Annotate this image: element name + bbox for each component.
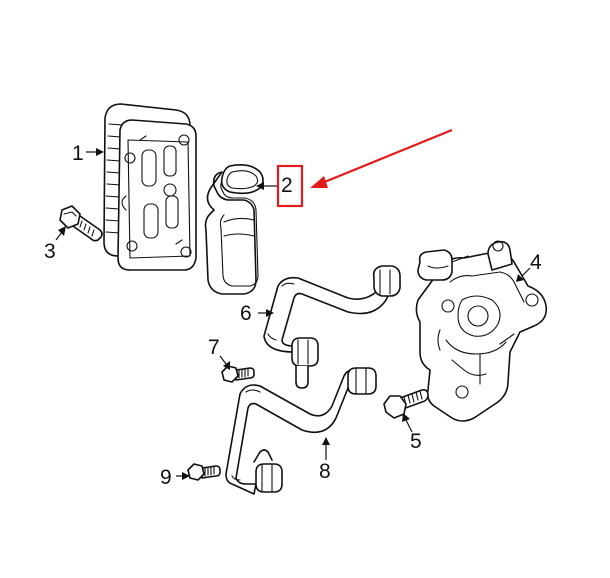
oil-tube-6[interactable] [263,265,401,389]
highlight-annotation [276,128,453,208]
bolt-5[interactable] [383,389,429,419]
callout-5: 5 [410,430,422,453]
bolt-7[interactable] [221,365,255,383]
callout-4: 4 [530,251,542,274]
cooler-gasket[interactable] [204,164,264,295]
oil-cooler[interactable] [103,103,197,271]
bolt-9[interactable] [187,463,221,481]
callout-1: 1 [72,142,84,165]
highlight-arrow [321,128,453,185]
callout-3: 3 [44,240,56,263]
callout-2: 2 [281,174,293,197]
callout-8: 8 [319,460,331,483]
highlight-box [276,164,304,208]
callout-numbers: 1 2 3 4 5 6 7 8 9 [44,142,542,489]
oil-filter-housing[interactable] [415,240,548,422]
oil-tube-8[interactable] [225,367,377,495]
callout-6: 6 [240,302,252,325]
callout-7: 7 [208,336,220,359]
leader-lines [55,148,531,480]
highlight-arrowhead [310,176,328,188]
callout-9: 9 [160,466,172,489]
bolt-3[interactable] [59,205,103,242]
